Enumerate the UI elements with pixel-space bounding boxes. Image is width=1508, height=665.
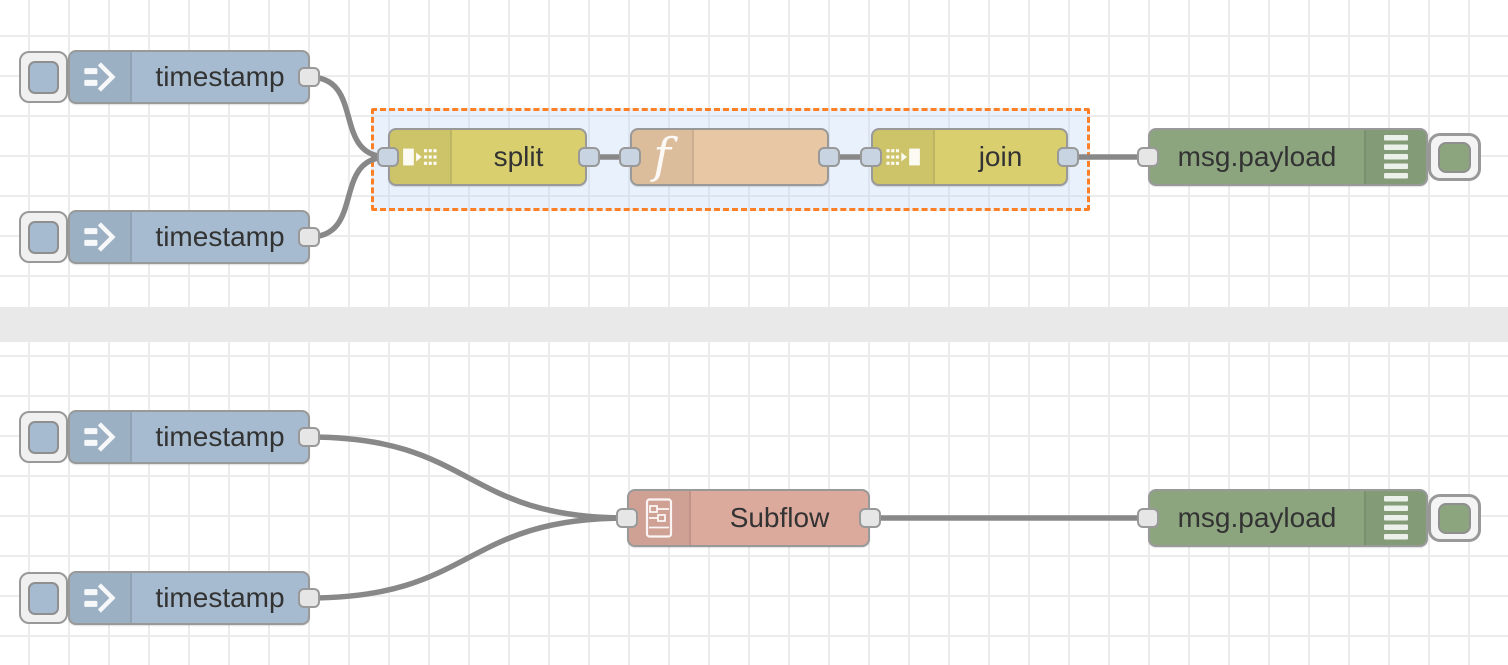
port-subflow-input[interactable]	[616, 508, 638, 528]
port-split-output[interactable]	[578, 147, 600, 167]
node-inject-3[interactable]: timestamp	[68, 410, 310, 464]
inject-button-2[interactable]	[19, 211, 68, 263]
node-inject-4[interactable]: timestamp	[68, 571, 310, 625]
wire-inject2-split[interactable]	[306, 154, 391, 240]
port-subflow-output[interactable]	[859, 508, 881, 528]
node-function[interactable]: f	[630, 128, 829, 186]
inject-button-inner	[28, 581, 59, 615]
port-inject1-output[interactable]	[298, 67, 320, 87]
node-join[interactable]: join	[871, 128, 1068, 186]
port-function-output[interactable]	[818, 147, 840, 167]
debug-toggle-button-1[interactable]	[1428, 133, 1481, 181]
debug-toggle-inner	[1438, 502, 1471, 534]
inject-button-4[interactable]	[19, 572, 68, 624]
node-split[interactable]: split	[388, 128, 587, 186]
debug-list-icon	[1364, 491, 1426, 545]
port-inject4-output[interactable]	[298, 588, 320, 608]
node-label: timestamp	[155, 221, 285, 252]
node-subflow[interactable]: Subflow	[627, 489, 870, 547]
node-label: msg.payload	[1177, 141, 1337, 172]
node-label: join	[978, 141, 1023, 172]
debug-toggle-button-2[interactable]	[1428, 494, 1481, 542]
subflow-icon	[629, 491, 691, 545]
port-debug2-input[interactable]	[1137, 508, 1159, 528]
inject-button-3[interactable]	[19, 411, 68, 463]
svg-text:f: f	[650, 130, 678, 184]
node-label: msg.payload	[1177, 502, 1337, 533]
wire-inject3-subflow[interactable]	[306, 434, 630, 521]
port-join-input[interactable]	[860, 147, 882, 167]
inject-button-1[interactable]	[19, 51, 68, 103]
inject-arrow-icon	[70, 212, 132, 262]
node-debug-1[interactable]: msg.payload	[1148, 128, 1428, 186]
split-icon	[390, 130, 452, 184]
wire-inject4-subflow[interactable]	[306, 515, 630, 601]
node-label: split	[493, 141, 544, 172]
function-icon: f	[632, 130, 694, 184]
debug-list-icon	[1364, 130, 1426, 184]
debug-toggle-inner	[1438, 141, 1471, 173]
port-inject3-output[interactable]	[298, 427, 320, 447]
port-function-input[interactable]	[619, 147, 641, 167]
port-debug1-input[interactable]	[1137, 147, 1159, 167]
node-debug-2[interactable]: msg.payload	[1148, 489, 1428, 547]
section-divider	[0, 307, 1508, 342]
inject-arrow-icon	[70, 412, 132, 462]
inject-arrow-icon	[70, 52, 132, 102]
port-inject2-output[interactable]	[298, 227, 320, 247]
node-label: timestamp	[155, 61, 285, 92]
inject-button-inner	[28, 60, 59, 94]
inject-arrow-icon	[70, 573, 132, 623]
node-label	[694, 130, 827, 184]
port-join-output[interactable]	[1057, 147, 1079, 167]
inject-button-inner	[28, 420, 59, 454]
wire-inject1-split[interactable]	[306, 74, 391, 160]
inject-button-inner	[28, 220, 59, 254]
join-icon	[873, 130, 935, 184]
node-inject-1[interactable]: timestamp	[68, 50, 310, 104]
port-split-input[interactable]	[377, 147, 399, 167]
node-label: timestamp	[155, 582, 285, 613]
node-label: timestamp	[155, 421, 285, 452]
node-inject-2[interactable]: timestamp	[68, 210, 310, 264]
node-label: Subflow	[729, 502, 830, 533]
